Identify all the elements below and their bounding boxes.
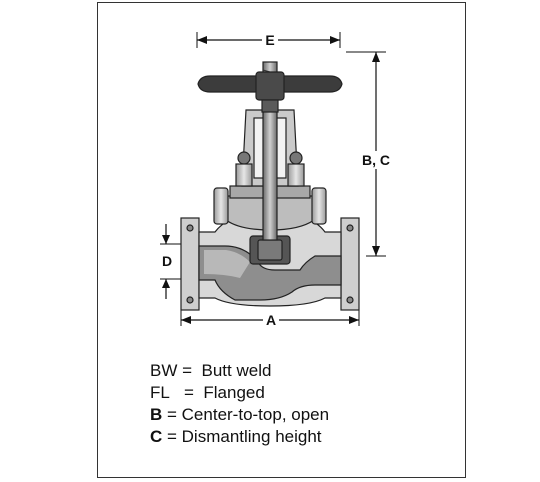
- dimension-d-arrow-top: [162, 235, 170, 244]
- legend-bw-value: Butt weld: [201, 361, 272, 380]
- legend-b-key: B: [150, 405, 163, 424]
- dimension-bc-arrow-bottom: [372, 246, 380, 256]
- legend-row-bw: BW = Butt weld: [150, 360, 329, 382]
- stem-nut: [261, 99, 279, 113]
- handwheel-hub: [255, 71, 285, 101]
- valve-illustration: [180, 61, 360, 311]
- dimension-e-arrow-left: [197, 36, 207, 44]
- legend-fl-key: FL: [150, 383, 170, 402]
- legend-b-value: = Center-to-top, open: [162, 405, 330, 424]
- legend-fl-sep: =: [169, 383, 204, 402]
- left-bonnet-bolt: [213, 187, 229, 225]
- dimension-d-label: D: [162, 253, 172, 269]
- dimension-e-label: E: [265, 32, 274, 48]
- left-gland-bolt: [235, 163, 253, 187]
- dimension-e-arrow-right: [330, 36, 340, 44]
- legend-bw-sep: =: [177, 361, 202, 380]
- left-flange-hole-top: [186, 224, 194, 232]
- dimension-a-label: A: [266, 312, 276, 328]
- left-flange-hole-bottom: [186, 296, 194, 304]
- valve-disc-face: [257, 239, 283, 261]
- dimension-bc-label-bg: [356, 151, 396, 169]
- dimension-bc: B, C: [346, 51, 396, 257]
- dimension-a: A: [180, 306, 360, 329]
- legend-bw-key: BW: [150, 361, 178, 380]
- left-gland-nut: [237, 151, 251, 165]
- right-gland-nut: [289, 151, 303, 165]
- dimension-a-arrow-right: [349, 316, 359, 324]
- legend-row-fl: FL = Flanged: [150, 382, 329, 404]
- right-gland-bolt: [287, 163, 305, 187]
- dimension-bc-label: B, C: [362, 152, 390, 168]
- left-flange: [180, 217, 200, 311]
- dimension-d-arrow-bottom: [162, 279, 170, 288]
- legend-c-key: C: [150, 427, 163, 446]
- flow-highlight: [204, 250, 250, 278]
- right-flange: [340, 217, 360, 311]
- dimension-bc-arrow-top: [372, 52, 380, 62]
- legend-row-c: C = Dismantling height: [150, 426, 329, 448]
- right-bonnet-bolt: [311, 187, 327, 225]
- dimension-a-arrow-left: [181, 316, 191, 324]
- right-flange-hole-top: [346, 224, 354, 232]
- dimension-e-label-bg: [262, 31, 278, 49]
- legend: BW = Butt weld FL = Flanged B = Center-t…: [150, 360, 329, 448]
- dimension-a-label-bg: [263, 311, 279, 329]
- legend-fl-value: Flanged: [203, 383, 265, 402]
- right-flange-hole-bottom: [346, 296, 354, 304]
- legend-row-b: B = Center-to-top, open: [150, 404, 329, 426]
- legend-c-value: = Dismantling height: [162, 427, 322, 446]
- dimension-e: E: [196, 31, 341, 49]
